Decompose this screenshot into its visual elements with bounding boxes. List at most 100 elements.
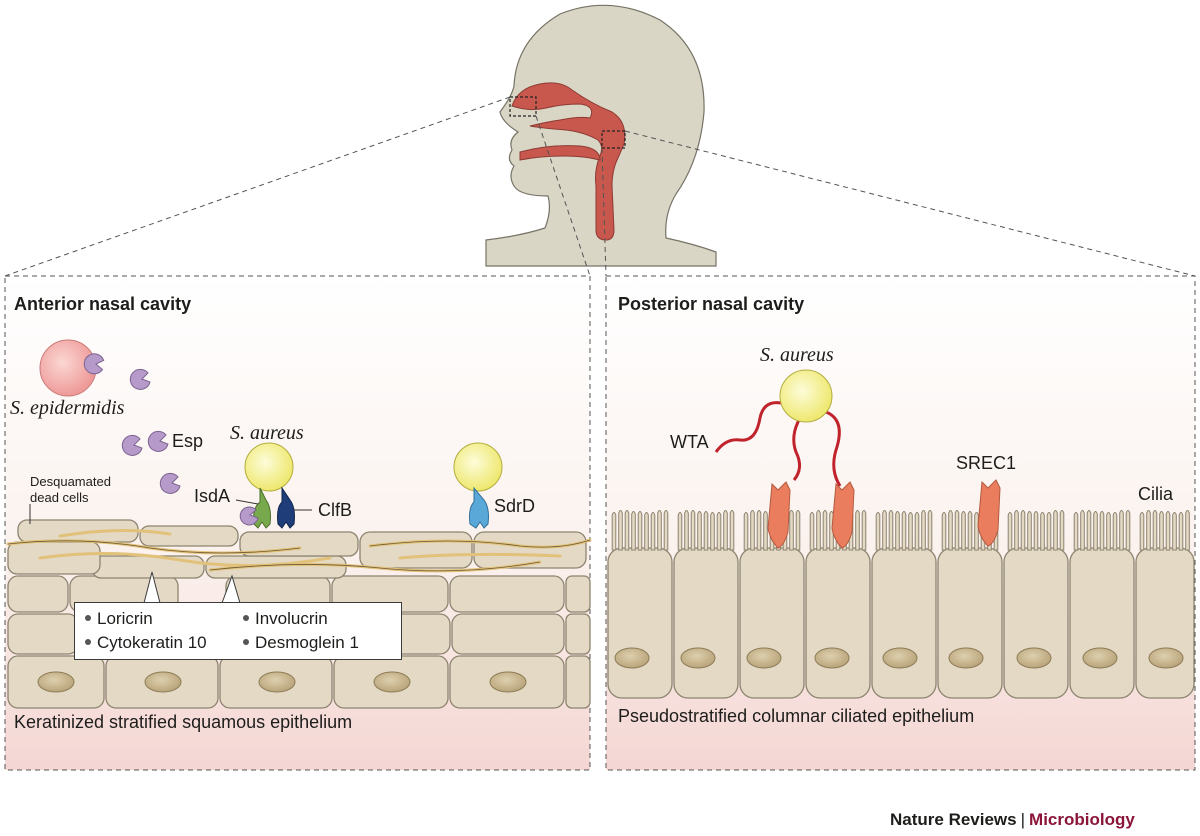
cilium (914, 512, 920, 551)
cilium (756, 510, 762, 551)
cilium (723, 510, 728, 551)
cilium (618, 510, 623, 551)
cilium (1046, 512, 1052, 551)
cilium (961, 511, 966, 551)
cilium (882, 510, 887, 551)
anterior-label-leaders (29, 499, 312, 524)
cilium (1178, 512, 1184, 551)
cilium (816, 510, 821, 551)
esp-label: Esp (172, 431, 204, 451)
cilium (703, 511, 709, 551)
cilium (1053, 510, 1058, 551)
cilium (750, 510, 755, 551)
cilium (1080, 510, 1085, 551)
wta-chain-middle (792, 417, 802, 481)
cilium (948, 510, 953, 551)
cilium (624, 510, 630, 551)
s-aureus-posterior (714, 369, 842, 487)
posterior-caption: Pseudostratified columnar ciliated epith… (618, 706, 975, 726)
cilium (1139, 512, 1145, 551)
brand-separator: | (1020, 810, 1026, 829)
isda-label: IsdA (194, 486, 231, 506)
cilium (941, 512, 947, 551)
cilium (677, 512, 683, 551)
cilium (1020, 510, 1026, 551)
sdrd-protein (469, 486, 489, 529)
clfb-label: ClfB (318, 500, 353, 520)
cilium (967, 511, 973, 551)
cilium (1185, 510, 1190, 551)
wta-label: WTA (670, 432, 709, 452)
cilium (716, 512, 722, 551)
cilium (908, 512, 913, 551)
s-aureus-posterior-label: S. aureus (760, 344, 834, 366)
journal-brand: Nature Reviews|Microbiology (890, 810, 1135, 830)
cilium (1073, 512, 1079, 551)
anterior-panel-title: Anterior nasal cavity (14, 294, 192, 314)
cilium (1007, 512, 1013, 551)
ciliated-columnar-cells (607, 547, 1195, 699)
cilium (1086, 510, 1092, 551)
isda-bound-esp (239, 506, 259, 526)
s-aureus-anterior-label: S. aureus (230, 422, 304, 444)
legend-pointers (143, 571, 241, 604)
srec1-receptors (767, 479, 1001, 549)
cilium (729, 510, 735, 551)
srec1-label: SREC1 (956, 453, 1017, 473)
cilium (697, 511, 702, 551)
cilium (1093, 511, 1098, 551)
cilium (684, 510, 689, 551)
cilium (1159, 511, 1164, 551)
oral-tract (519, 145, 601, 161)
cilium (1099, 511, 1105, 551)
posterior-panel-title: Posterior nasal cavity (618, 294, 805, 314)
cilium (954, 510, 960, 551)
cilium (921, 510, 926, 551)
cilium (861, 510, 867, 551)
cilium (1119, 510, 1124, 551)
cilium (1172, 512, 1177, 551)
keratin-strand-outline (7, 539, 591, 572)
s-epidermidis-label: S. epidermidis (10, 397, 125, 419)
cilium (1106, 512, 1111, 551)
cilium (888, 510, 894, 551)
cilium (657, 510, 662, 551)
desquamated-label-line1: Desquamated (30, 474, 111, 489)
s-aureus-sdrd (453, 442, 503, 529)
cilium (1033, 511, 1039, 551)
cilium (927, 510, 933, 551)
s-aureus-anterior (239, 442, 295, 529)
anterior-nuclei (37, 671, 527, 693)
head-illustration (485, 4, 717, 267)
legend-desmoglein: Desmoglein 1 (243, 633, 359, 653)
keratinized-epithelium (7, 519, 591, 709)
cilium (875, 512, 881, 551)
legend-cytokeratin: Cytokeratin 10 (85, 633, 207, 653)
cilium (611, 512, 617, 551)
cilium (1027, 511, 1032, 551)
cilium (743, 512, 749, 551)
protein-legend: Loricrin Involucrin Cytokeratin 10 Desmo… (74, 602, 402, 660)
cilium (763, 511, 768, 551)
sdrd-label: SdrD (494, 496, 536, 516)
journal-section: Microbiology (1029, 810, 1135, 829)
cilium (974, 512, 979, 551)
anterior-caption: Keratinized stratified squamous epitheli… (14, 712, 353, 732)
cilium (895, 511, 900, 551)
esp-proteases (83, 353, 181, 494)
cilium (855, 510, 860, 551)
cilium (1059, 510, 1065, 551)
posterior-focus-box (601, 130, 626, 149)
legend-involucrin: Involucrin (243, 609, 328, 629)
journal-name: Nature Reviews (890, 810, 1017, 829)
cilium (1165, 511, 1171, 551)
desquamated-label-line2: dead cells (30, 490, 89, 505)
cilium (1112, 512, 1118, 551)
cilia-label: Cilia (1138, 484, 1174, 504)
cilia-layer (611, 510, 1190, 551)
cilium (710, 512, 715, 551)
cilium (663, 510, 669, 551)
anterior-focus-box (509, 96, 537, 117)
posterior-nuclei (614, 647, 1184, 669)
